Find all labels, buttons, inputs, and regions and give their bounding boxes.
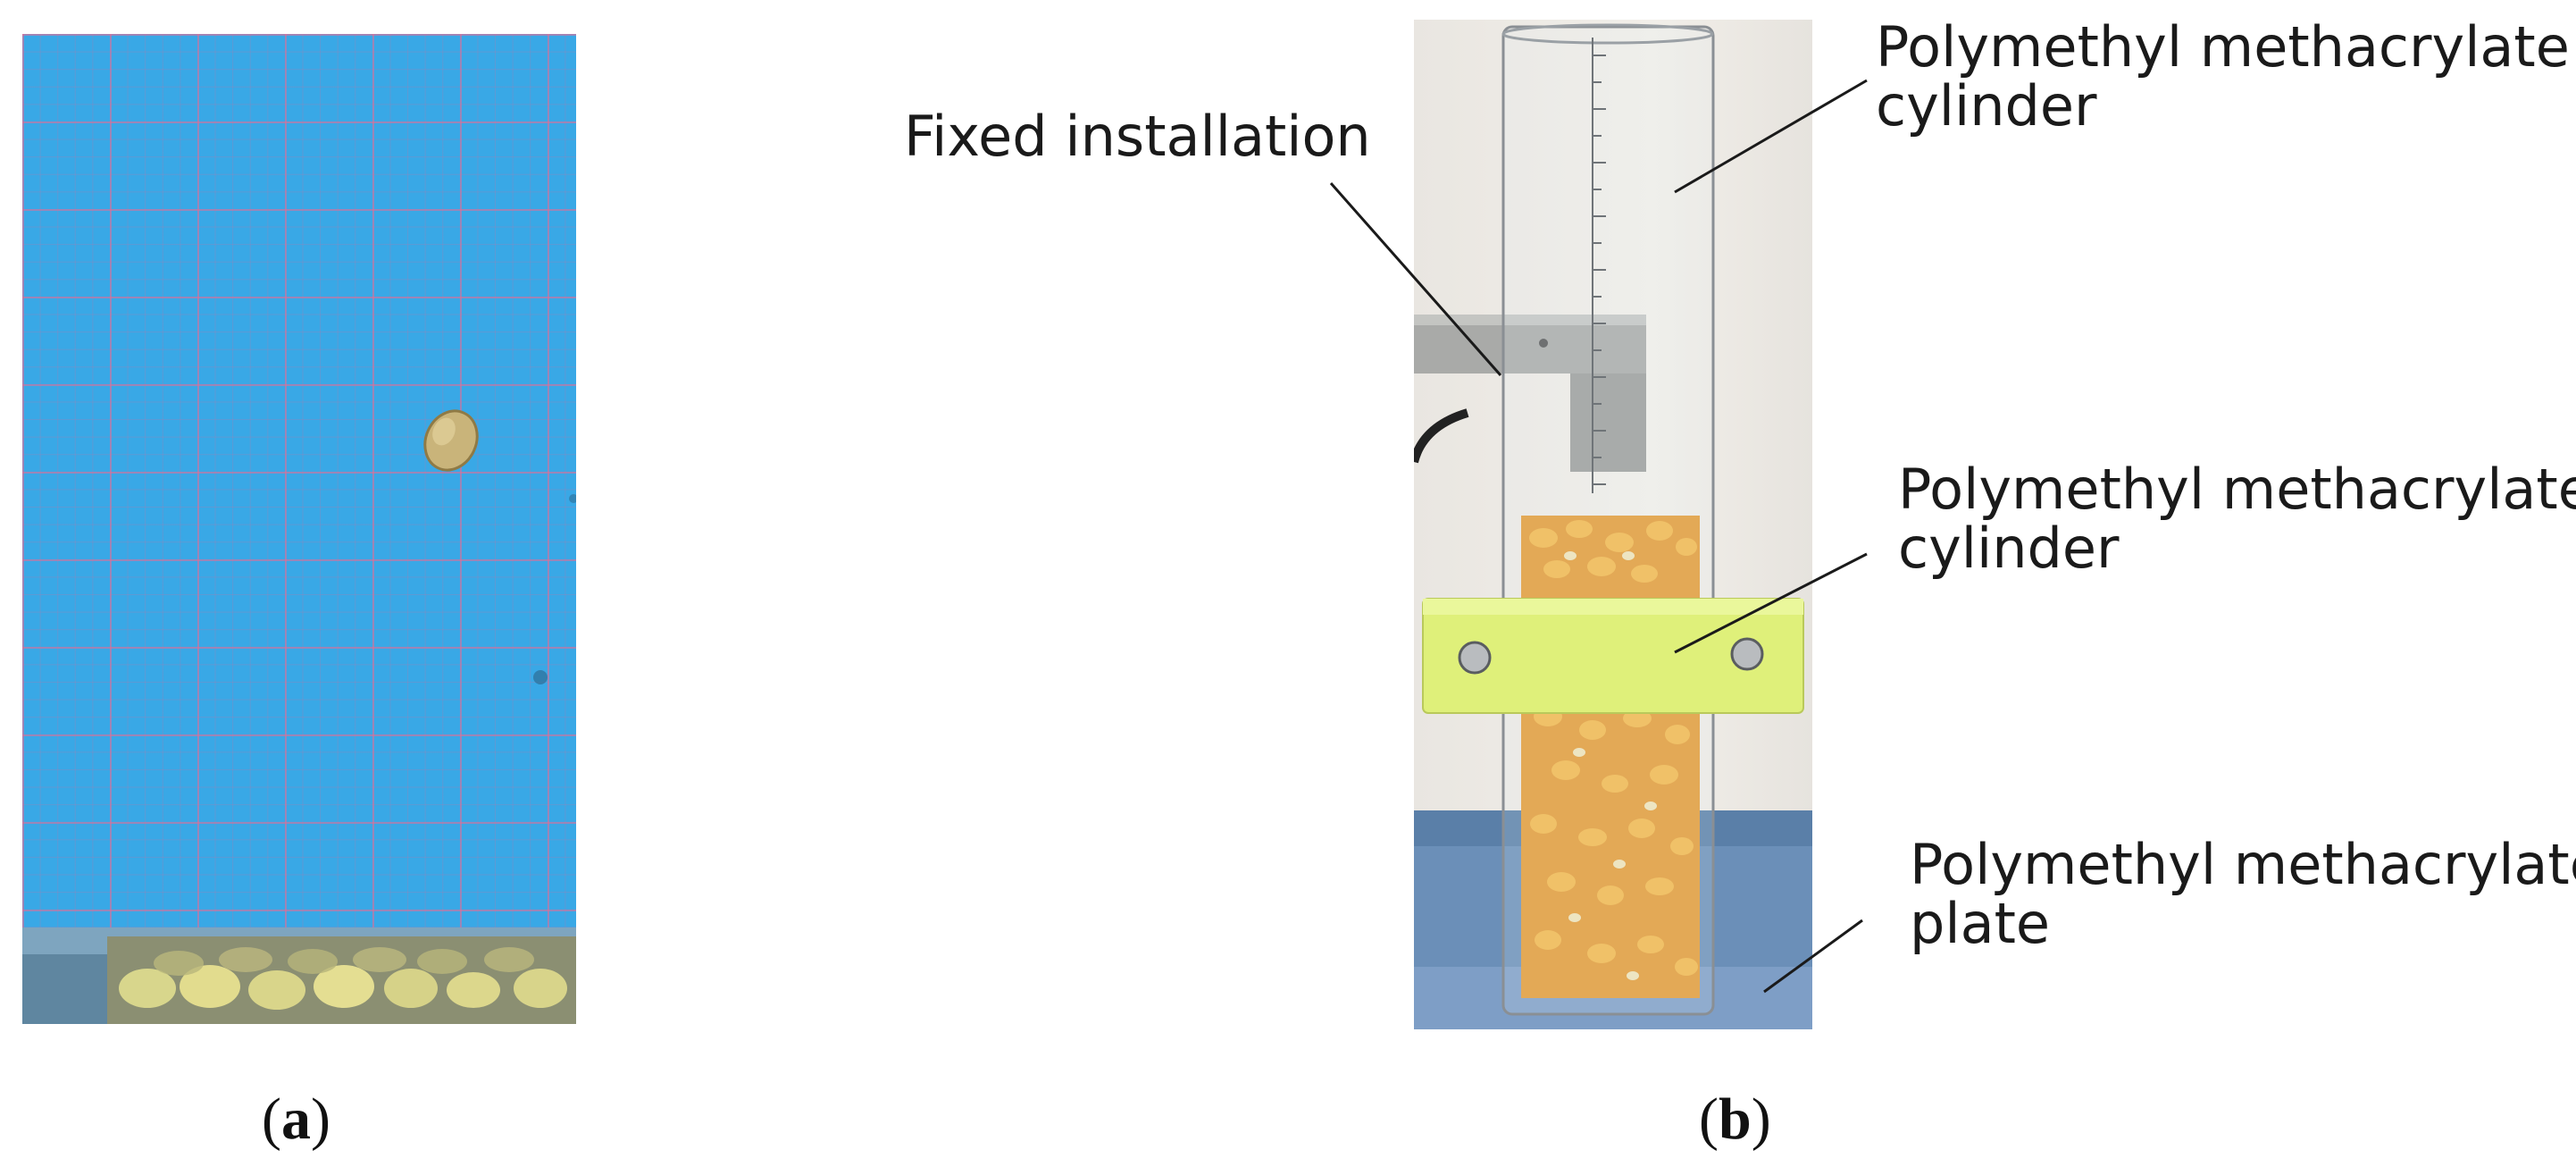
caption-a-letter: a	[280, 1087, 311, 1152]
apparatus-photo-panel-b	[1414, 20, 1812, 1029]
label-cylinder-top: Polymethyl methacrylate cylinder	[1876, 18, 2570, 136]
grid-photo-drawing	[22, 409, 576, 1024]
clamp	[1422, 598, 1804, 714]
label-plate-line1: Polymethyl methacrylate	[1910, 832, 2576, 897]
label-cylinder-mid: Polymethyl methacrylate cylinder	[1898, 460, 2576, 578]
caption-b: (b)	[1699, 1086, 1771, 1154]
caption-b-close: )	[1751, 1087, 1771, 1152]
label-cylinder-top-line1: Polymethyl methacrylate	[1876, 14, 2570, 80]
grid-photo-panel-a	[22, 34, 576, 1024]
caption-b-open: (	[1699, 1087, 1719, 1152]
label-plate-line2: plate	[1910, 891, 2051, 956]
label-cylinder-mid-line1: Polymethyl methacrylate	[1898, 457, 2576, 522]
kernel-row	[119, 947, 567, 1010]
caption-a-close: )	[310, 1087, 330, 1152]
acrylic-cylinder	[1501, 23, 1715, 1016]
label-cylinder-mid-line2: cylinder	[1898, 516, 2120, 581]
caption-a-open: (	[262, 1087, 281, 1152]
caption-b-letter: b	[1718, 1087, 1752, 1152]
clamp-screw-right	[1730, 637, 1764, 671]
corn-kernels	[1521, 516, 1700, 998]
caption-a: (a)	[262, 1086, 330, 1154]
falling-kernel	[423, 409, 479, 472]
clamp-screw-left	[1458, 641, 1492, 675]
label-cylinder-top-line2: cylinder	[1876, 73, 2097, 138]
apparatus-drawing	[1414, 23, 1812, 1029]
label-fixed-installation: Fixed installation	[904, 104, 1371, 169]
label-plate: Polymethyl methacrylate plate	[1910, 835, 2576, 953]
